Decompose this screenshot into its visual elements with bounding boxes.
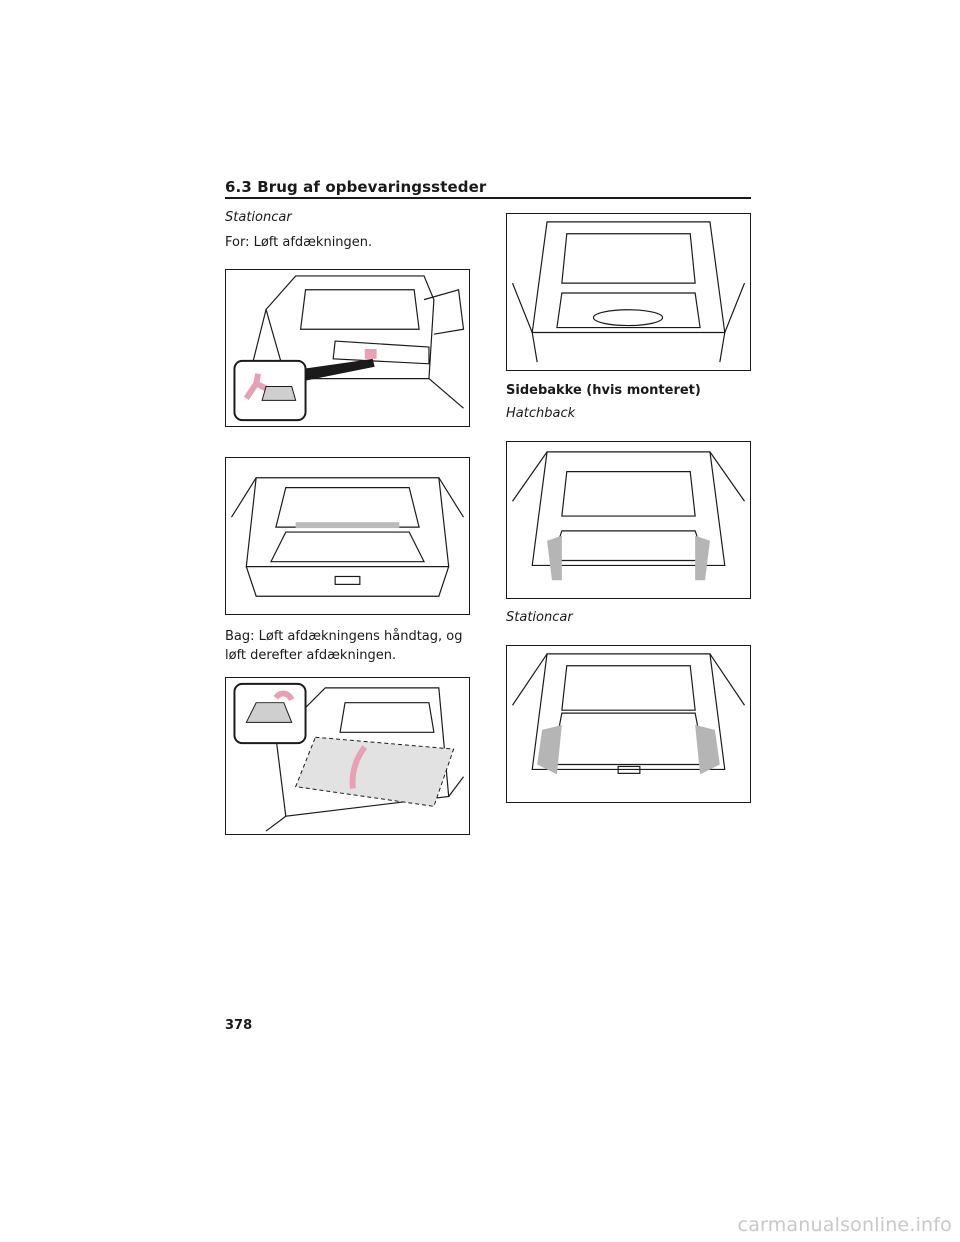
page-number: 378 [225,1018,253,1033]
figure-side-tray-stationcar-drawing [511,653,746,775]
label-stationcar-right: Stationcar [506,610,573,625]
figure-cargo-area-drawing [230,477,465,597]
header-rule [225,197,751,199]
figure-cargo-area [225,457,470,615]
figure-lift-cover-front [225,269,470,427]
figure-side-tray-hatchback [506,441,751,599]
figure-storage-floor [506,213,751,371]
watermark: carmanualsonline.info [737,1214,952,1236]
instruction-back: Bag: Løft afdækningens håndtag, og løft … [225,629,463,663]
figure-side-tray-hatchback-drawing [512,451,745,581]
heading-side-tray: Sidebakke (hvis monteret) [506,383,701,398]
label-hatchback: Hatchback [506,406,576,421]
figure-lift-cover-back-drawing [233,682,464,832]
section-title: 6.3 Brug af opbevaringssteder [225,178,487,196]
figure-lift-cover-front-drawing [233,275,465,422]
label-stationcar-left: Stationcar [225,210,292,225]
figure-lift-cover-back [225,677,470,835]
figure-side-tray-stationcar [506,645,751,803]
instruction-front: For: Løft afdækningen. [225,235,373,250]
figure-storage-floor-drawing [511,221,746,363]
